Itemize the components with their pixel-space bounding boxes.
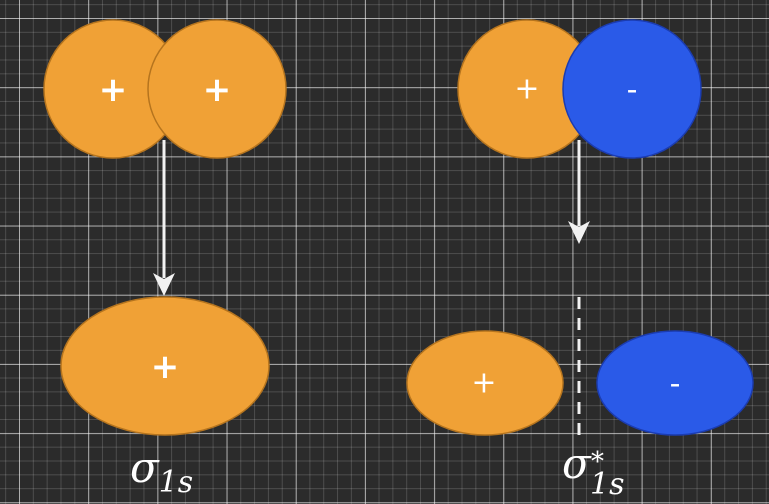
antibonding-left-sign: + — [514, 72, 539, 107]
sigma-star-1s-label: σ — [562, 439, 592, 488]
antibonding-right-lobe — [596, 330, 754, 436]
sigma-star-subscript: 1s — [590, 467, 624, 502]
bonding-molecular-orbital: + — [60, 296, 270, 436]
bonding-atomic-orbitals: + + — [43, 19, 287, 159]
antibonding-right-lobe-sign: - — [670, 367, 681, 402]
bonding-left-sign: + — [99, 70, 128, 110]
sigma-1s-orbital — [60, 296, 270, 436]
sigma-star-symbol: σ — [562, 439, 592, 488]
antibonding-right-sign: - — [627, 73, 638, 108]
sigma-1s-label: σ1s — [130, 443, 193, 500]
antibonding-arrowhead — [568, 221, 590, 244]
sigma-1s-subscript: 1s — [159, 465, 193, 500]
antibonding-left-lobe — [406, 330, 564, 436]
sigma-star-superscript: * — [591, 447, 604, 477]
bonding-right-atomic-orbital — [147, 19, 287, 159]
sigma-1s-symbol: σ — [130, 443, 160, 492]
antibonding-molecular-orbital: + - — [406, 330, 754, 436]
antibonding-atomic-orbitals: + - — [457, 19, 702, 159]
antibonding-right-atomic-orbital — [562, 19, 702, 159]
bonding-arrowhead — [153, 273, 175, 296]
antibonding-left-lobe-sign: + — [471, 366, 496, 401]
bonding-right-sign: + — [203, 70, 232, 110]
sigma-1s-sign: + — [151, 347, 180, 387]
